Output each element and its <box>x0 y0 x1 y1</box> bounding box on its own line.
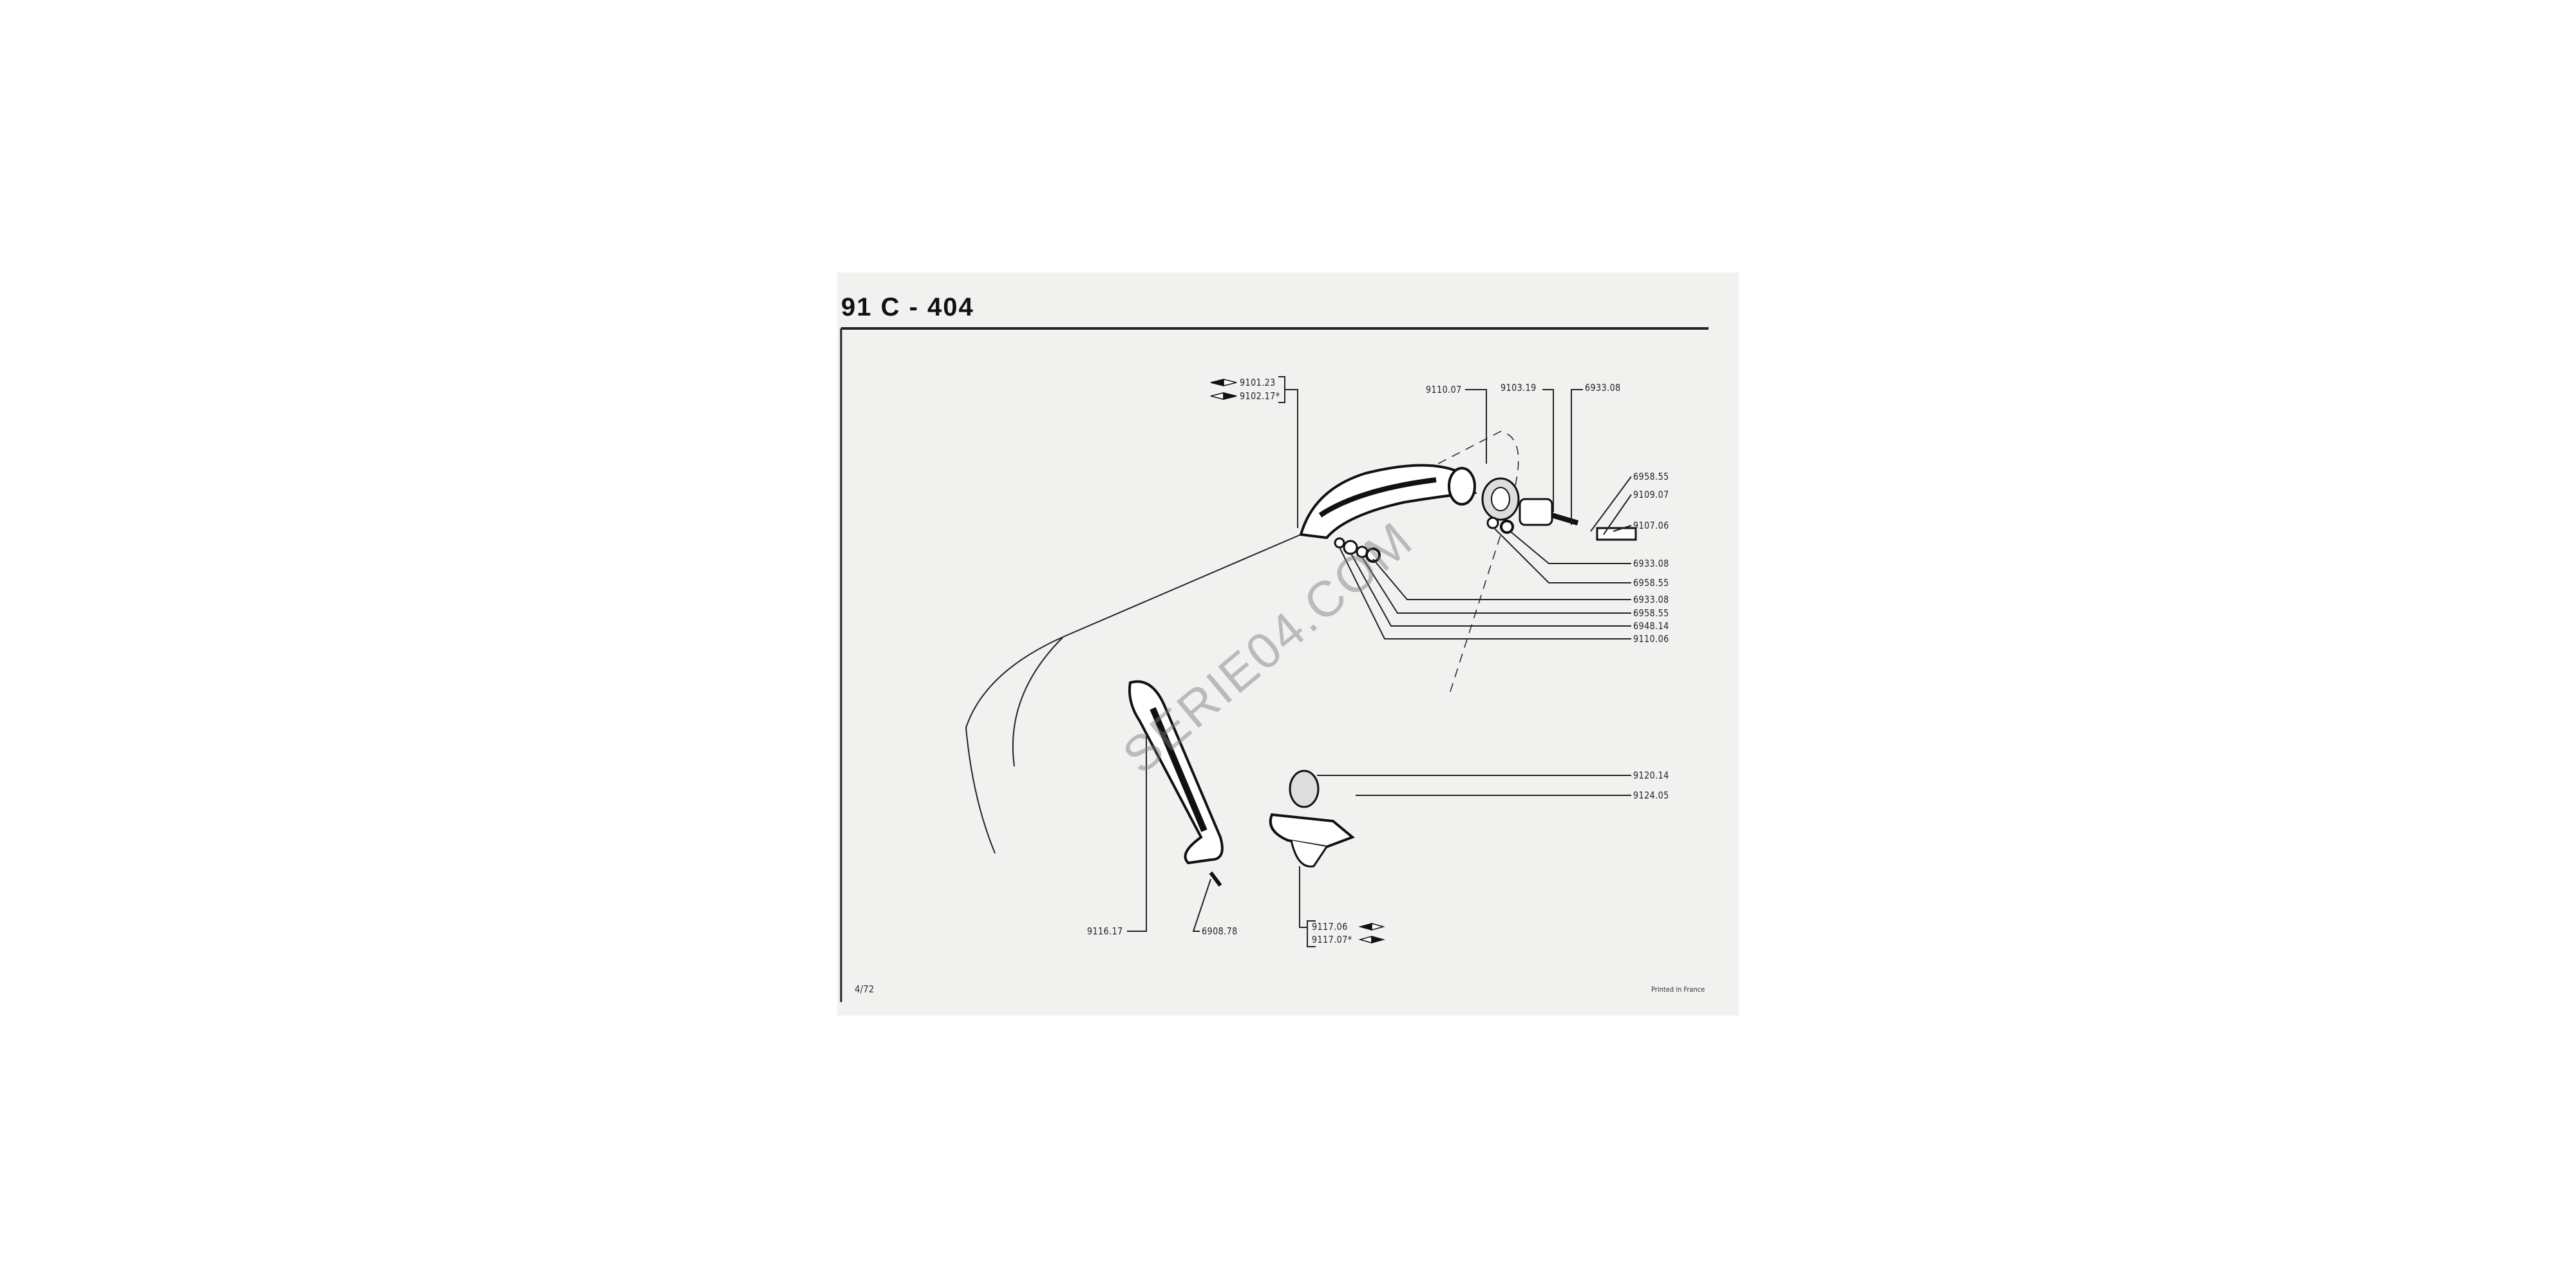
part-label: 9102.17* <box>1240 390 1280 402</box>
part-label: 6908.78 <box>1202 925 1238 937</box>
catalog-page <box>837 272 1739 1016</box>
part-label: 6933.08 <box>1585 382 1621 393</box>
part-label: 9103.19 <box>1501 382 1537 393</box>
part-label: 9117.07* <box>1312 934 1352 945</box>
part-label: 9110.06 <box>1633 633 1669 645</box>
part-label: 6958.55 <box>1633 471 1669 482</box>
part-label: 9124.05 <box>1633 790 1669 801</box>
part-label: 9116.17 <box>1087 925 1123 937</box>
part-label: 6948.14 <box>1633 620 1669 632</box>
part-label: 9120.14 <box>1633 770 1669 781</box>
printed-note: Printed in France <box>1651 985 1705 994</box>
part-label: 6933.08 <box>1633 594 1669 605</box>
page-title: 91 C - 404 <box>841 293 974 321</box>
window-winder-drawing <box>1128 680 1355 887</box>
part-label: 9110.07 <box>1426 384 1462 395</box>
part-label: 9101.23 <box>1240 377 1276 388</box>
leader-lines <box>1127 376 1632 947</box>
arrow-icons <box>1210 379 1385 943</box>
part-label: 9107.06 <box>1633 520 1669 531</box>
part-label: 9117.06 <box>1312 921 1348 933</box>
page-number: 4/72 <box>855 983 875 995</box>
part-label: 6958.55 <box>1633 607 1669 619</box>
part-label: 6933.08 <box>1633 558 1669 569</box>
part-label: 9109.07 <box>1633 489 1669 500</box>
part-label: 6958.55 <box>1633 577 1669 589</box>
door-handle-drawing <box>1299 464 1637 563</box>
